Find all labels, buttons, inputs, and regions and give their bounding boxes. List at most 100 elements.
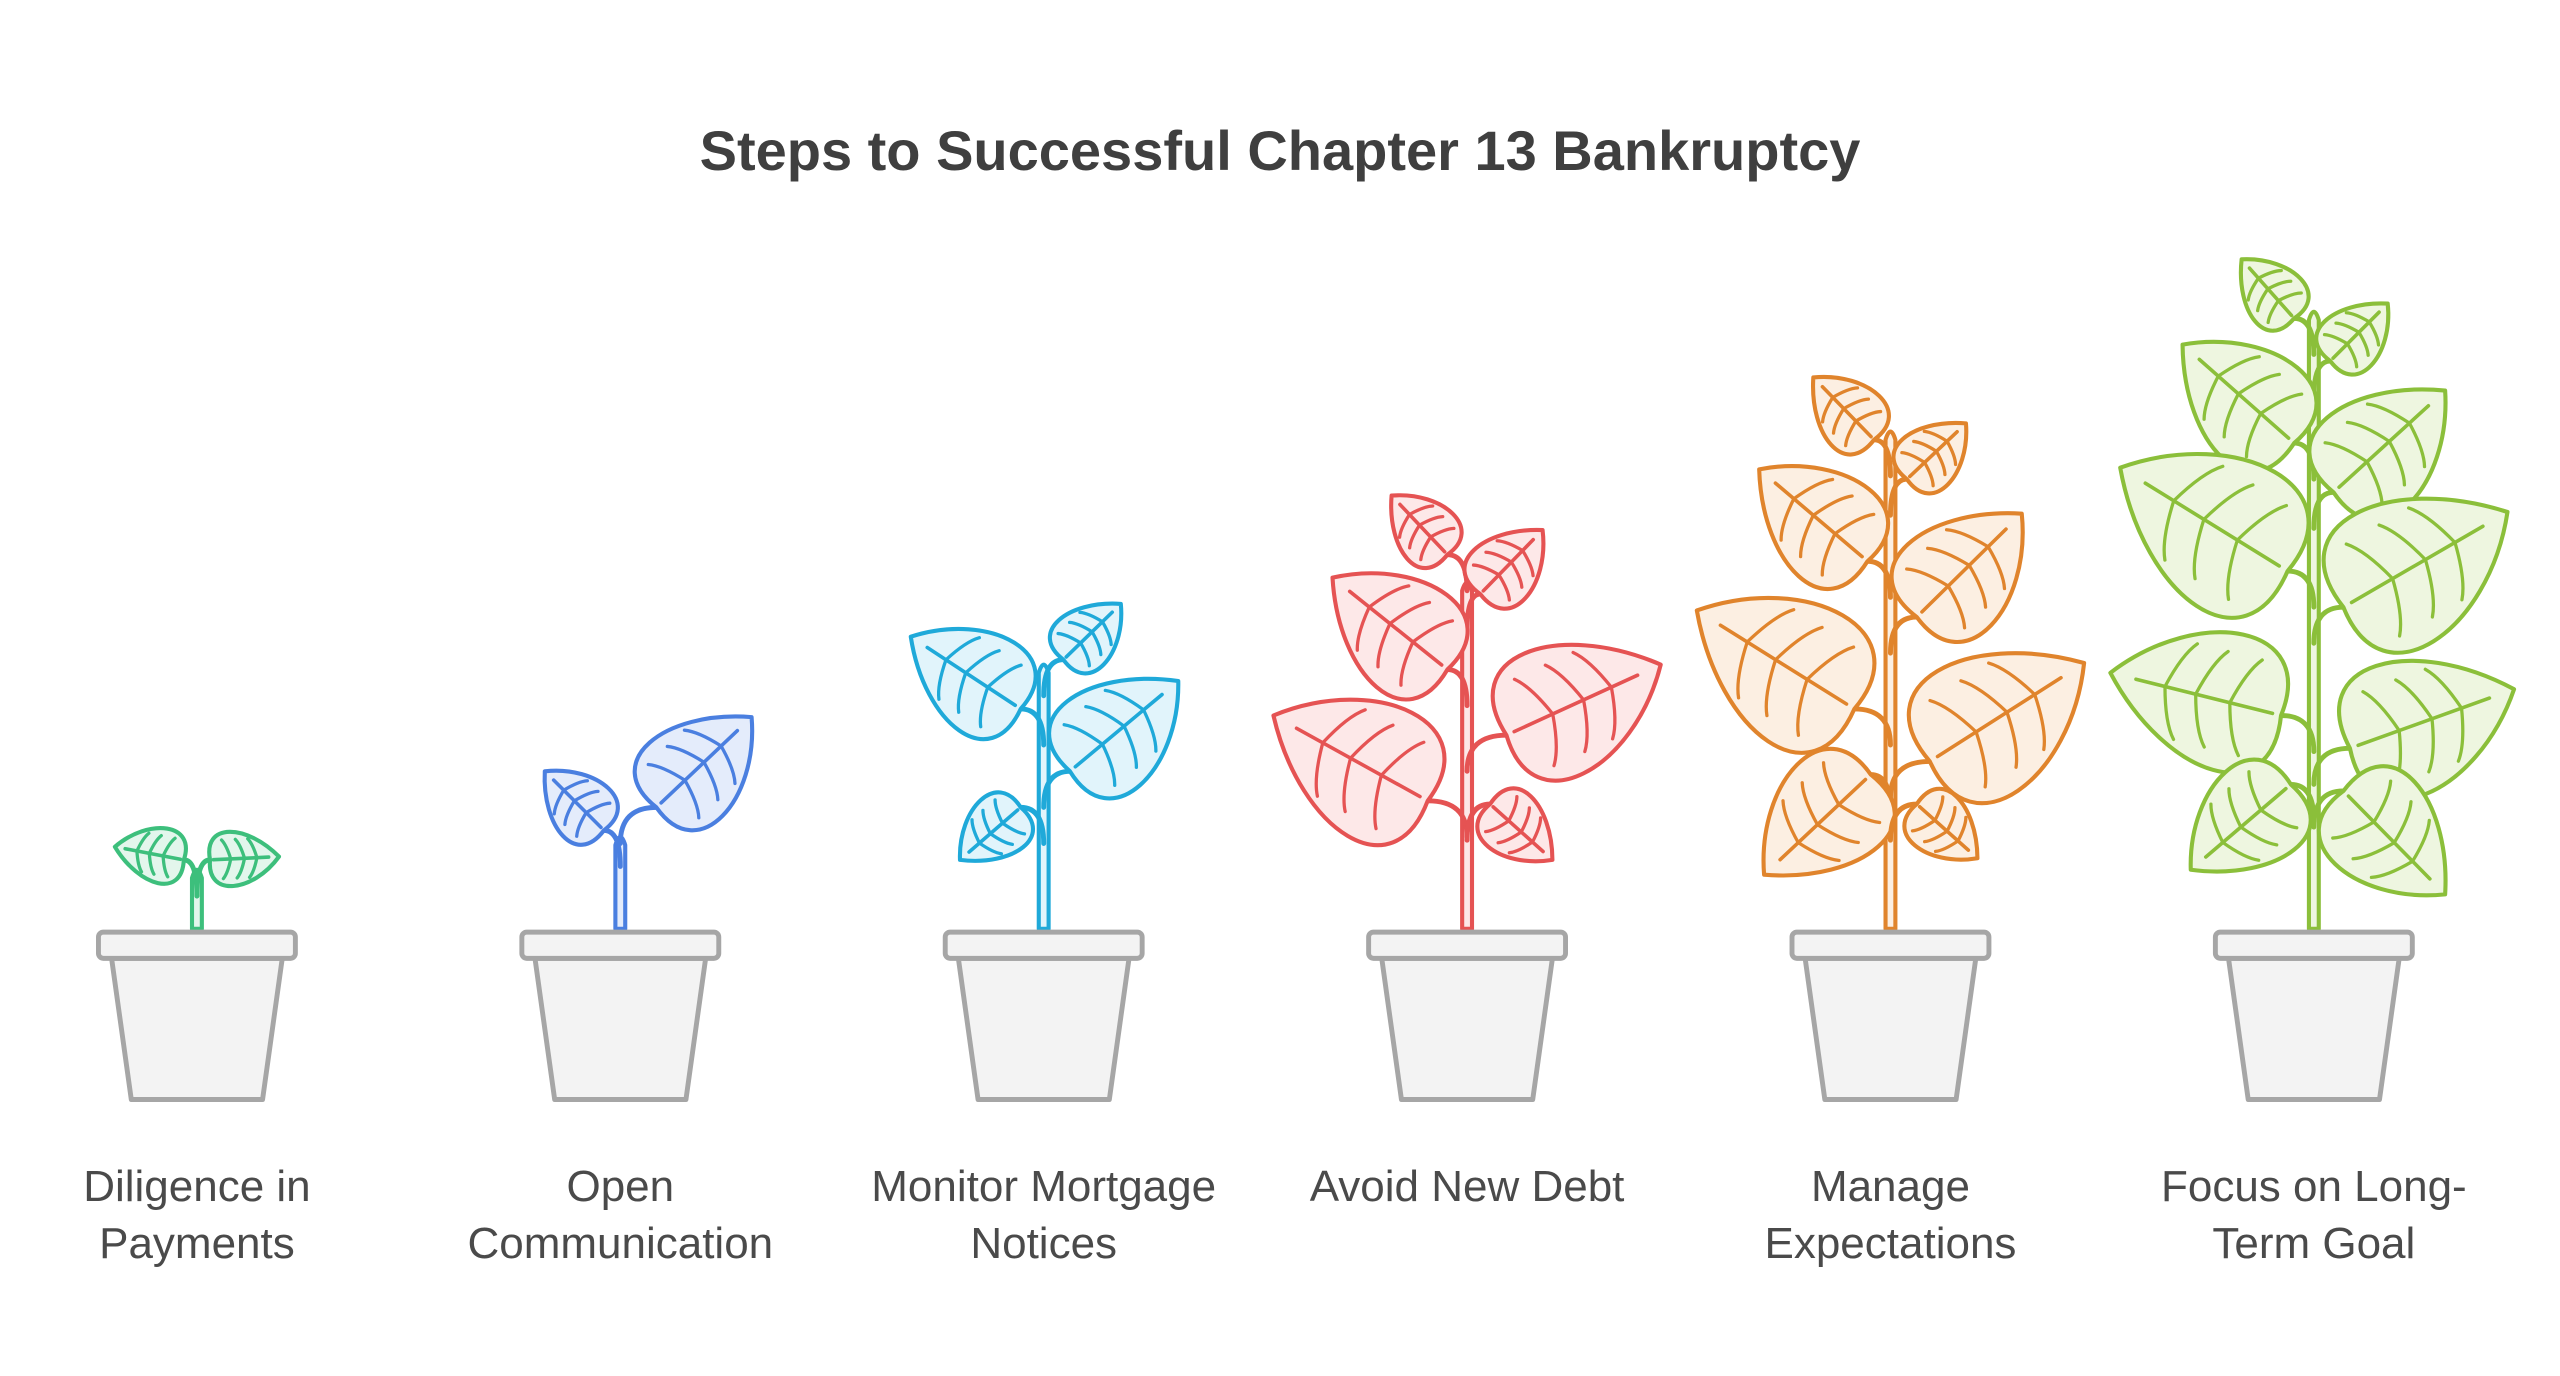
step-label-line: Communication xyxy=(467,1219,774,1268)
leaf-blade xyxy=(1490,642,1663,783)
pot-body xyxy=(1379,955,1555,1102)
leaf-icon xyxy=(1757,464,1891,592)
step-5-growing-plant-icon xyxy=(1694,374,2087,1102)
leaf-vein xyxy=(1397,504,1435,539)
plant-branch xyxy=(1018,804,1047,846)
leaf-midrib xyxy=(2346,794,2432,881)
leaf-vein xyxy=(1922,806,1957,844)
page-title: Steps to Successful Chapter 13 Bankruptc… xyxy=(699,119,1861,182)
leaf-vein xyxy=(2226,503,2289,601)
leaf-vein xyxy=(2322,332,2359,369)
leaf-vein xyxy=(552,779,589,816)
leaf-vein xyxy=(1820,512,1876,577)
leaf-midrib xyxy=(2337,404,2431,490)
leaf-vein xyxy=(665,744,720,802)
leaf-midrib xyxy=(2197,357,2291,440)
leaf-icon xyxy=(2180,339,2319,474)
leaf-vein xyxy=(246,837,259,879)
leaf-vein xyxy=(2209,802,2261,862)
leaf-icon xyxy=(1330,571,1470,702)
step-6-grown-plant-icon xyxy=(2108,257,2517,1102)
pot-rim xyxy=(519,929,722,961)
leaf-vein xyxy=(1736,608,1796,700)
plant-branch xyxy=(2278,713,2317,755)
leaf-midrib xyxy=(967,808,1020,854)
leaf-vein xyxy=(1342,723,1395,814)
leaf-vein xyxy=(1495,539,1535,578)
leaf-vein xyxy=(1408,514,1445,550)
leaf-vein xyxy=(2365,402,2427,469)
leaf-icon xyxy=(2108,630,2290,775)
leaf-vein xyxy=(2256,279,2293,313)
step-label-line: Term Goal xyxy=(2212,1219,2416,1268)
leaf-vein xyxy=(2247,770,2299,830)
leaf-vein xyxy=(981,808,1014,846)
leaf-vein xyxy=(936,636,982,701)
leaf-icon xyxy=(1271,697,1447,848)
leaf-vein xyxy=(2423,667,2465,763)
leaf-midrib xyxy=(1920,527,2008,614)
leaf-icon xyxy=(632,714,755,833)
plant-branch xyxy=(2311,745,2353,787)
leaf-vein xyxy=(1543,663,1589,754)
pot-body xyxy=(532,955,709,1102)
leaf-vein xyxy=(1103,688,1158,753)
leaf-vein xyxy=(161,836,177,879)
plant-branch xyxy=(2285,568,2317,610)
leaf-vein xyxy=(2194,649,2230,749)
step-label: Avoid New Debt xyxy=(1267,1158,1667,1215)
leaf-vein xyxy=(956,649,1001,714)
leaf-vein xyxy=(682,728,737,786)
leaf-icon xyxy=(2118,452,2311,620)
leaf-vein xyxy=(1905,567,1967,630)
plant-branch xyxy=(2311,788,2346,830)
leaf-icon xyxy=(908,626,1038,742)
step-label-line: Expectations xyxy=(1764,1219,2017,1268)
leaf-vein xyxy=(2334,321,2370,357)
leaf-vein xyxy=(1419,526,1456,562)
leaf-icon xyxy=(1048,601,1124,676)
leaf-vein xyxy=(1800,781,1860,845)
leaf-midrib xyxy=(1778,777,1868,862)
leaf-icon xyxy=(1889,511,2025,644)
leaf-icon xyxy=(1694,595,1877,755)
leaf-midrib xyxy=(1935,675,2063,759)
flower-pot xyxy=(519,929,722,1102)
leaf-midrib xyxy=(1491,805,1545,854)
leaf-icon xyxy=(112,826,188,886)
plant-branch xyxy=(1018,706,1047,748)
leaf-vein xyxy=(1376,600,1432,669)
plant-branch xyxy=(1887,614,1920,656)
leaf-vein xyxy=(2351,800,2413,861)
leaf-vein xyxy=(2244,392,2304,459)
leaf-midrib xyxy=(1347,589,1444,667)
leaf-vein xyxy=(1926,546,1988,609)
flower-pot xyxy=(1366,929,1568,1102)
step-2-seedling-icon xyxy=(519,714,755,1102)
plant-branch xyxy=(2291,315,2317,357)
leaf-vein xyxy=(1831,397,1871,435)
leaf-vein xyxy=(1471,563,1511,602)
leaf-vein xyxy=(1571,650,1617,741)
step-label-line: Focus on Long- xyxy=(2160,1162,2467,1211)
leaf-vein xyxy=(1373,740,1426,831)
leaf-vein xyxy=(2345,420,2407,487)
leaf-vein xyxy=(646,762,701,820)
pot-rim xyxy=(2212,929,2415,961)
leaf-icon xyxy=(207,829,282,889)
step-label-line: Manage xyxy=(1810,1162,1970,1211)
leaf-vein xyxy=(1314,708,1367,798)
leaf-midrib xyxy=(211,855,271,862)
plant-branch xyxy=(2311,604,2346,646)
leaf-vein xyxy=(2331,779,2393,840)
flower-pot xyxy=(942,929,1145,1102)
leaf-vein xyxy=(1820,386,1860,424)
leaf-vein xyxy=(1496,806,1532,845)
leaf-vein xyxy=(978,663,1023,729)
plant-branch xyxy=(1464,732,1509,774)
leaf-midrib xyxy=(2134,677,2275,716)
leaf-icon xyxy=(2314,301,2391,377)
leaf-vein xyxy=(2377,523,2436,619)
leaf-midrib xyxy=(1908,429,1959,479)
